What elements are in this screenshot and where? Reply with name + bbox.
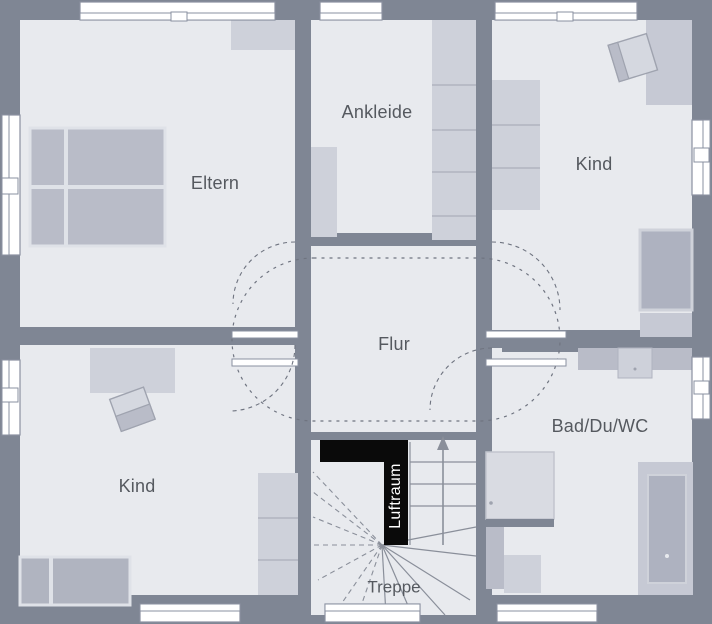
furniture-bad	[485, 347, 693, 595]
chair-back	[115, 403, 156, 433]
door-leaf-kindright-upper[interactable]	[485, 330, 567, 339]
furniture-ankleide	[432, 20, 476, 240]
bad-bathtub-inner	[647, 474, 687, 584]
kind-right-closet-run	[492, 80, 540, 210]
room-label-ankleide: Ankleide	[342, 102, 413, 122]
room-label-bad: Bad/Du/WC	[552, 416, 649, 436]
wall-flur-kindright	[476, 242, 492, 332]
kind-right-shelf	[638, 228, 694, 312]
window-left-kind[interactable]	[1, 359, 21, 436]
wall-flur-lower-left	[295, 382, 311, 442]
stair-direction-arrow-icon	[437, 436, 449, 545]
swing-arc-kind-left	[228, 344, 296, 412]
window-mullion-icon	[1, 177, 19, 195]
room-label-flur: Flur	[378, 334, 410, 354]
shower-kerb	[486, 519, 554, 527]
window-bottom-kind[interactable]	[139, 603, 241, 623]
window-mullion-icon	[170, 11, 188, 22]
staircase-treppe: Luftraum	[311, 436, 477, 616]
bathtub-drain-icon	[665, 554, 669, 558]
luftraum-block	[320, 440, 408, 545]
door-swing-arcs	[228, 241, 561, 412]
bad-washbasin	[617, 347, 653, 379]
eltern-wardrobe-side	[311, 147, 337, 237]
washbasin-drain-icon	[633, 367, 637, 371]
floor-flur-spill-left	[295, 327, 492, 382]
window-top-ankleide[interactable]	[319, 1, 383, 21]
door-leaf-kindright-lower[interactable]	[485, 358, 567, 367]
window-right-kind[interactable]	[691, 119, 711, 196]
swing-arc-bad	[429, 347, 493, 411]
window-mullion-icon	[556, 11, 574, 22]
window-top-left[interactable]	[79, 1, 276, 22]
bad-wc-bowl	[504, 555, 541, 593]
window-mullion-icon	[1, 387, 19, 403]
furniture-eltern	[28, 20, 337, 248]
door-leaf-eltern-lower[interactable]	[231, 358, 299, 367]
kind-left-chair	[108, 386, 157, 433]
stair-treads-dashed	[312, 471, 383, 616]
window-bottom-treppe[interactable]	[324, 603, 421, 623]
kind-left-bed	[18, 555, 132, 607]
bad-shower	[485, 451, 555, 520]
kind-left-closet-run	[258, 473, 298, 595]
swing-arc-eltern	[232, 241, 296, 305]
eltern-wardrobe-top	[231, 20, 295, 50]
door-leaf-eltern-upper[interactable]	[231, 330, 299, 339]
treppe-label: Treppe	[367, 577, 420, 596]
room-label-eltern: Eltern	[191, 173, 239, 193]
furniture-kind-right	[492, 20, 694, 337]
window-top-right[interactable]	[494, 1, 638, 22]
chair-back	[607, 41, 630, 83]
luftraum-label: Luftraum	[387, 463, 404, 529]
bad-wc-cistern	[486, 527, 504, 589]
window-mullion-icon	[693, 380, 710, 395]
wall-stub-eltern-flur	[295, 320, 311, 344]
kind-right-shelf-low	[640, 313, 692, 337]
room-label-kind-left: Kind	[119, 476, 156, 496]
shower-drain-icon	[489, 501, 493, 505]
wall-eltern-ankleide-upper	[295, 20, 311, 158]
room-label-kind-right: Kind	[576, 154, 613, 174]
furniture-kind-left	[18, 348, 298, 607]
door-leaves	[231, 330, 567, 367]
window-mullion-icon	[693, 147, 710, 163]
kind-left-desk	[90, 348, 175, 393]
wall-ankleide-kindright	[476, 20, 492, 242]
window-right-bad[interactable]	[691, 356, 711, 420]
window-bottom-bad[interactable]	[496, 603, 598, 623]
luftraum-block-stem	[384, 440, 408, 545]
flur-ceiling-outline	[231, 257, 561, 422]
wall-flur-lower-right	[476, 382, 492, 442]
kind-right-chair	[607, 32, 659, 83]
window-left-eltern[interactable]	[1, 114, 21, 256]
